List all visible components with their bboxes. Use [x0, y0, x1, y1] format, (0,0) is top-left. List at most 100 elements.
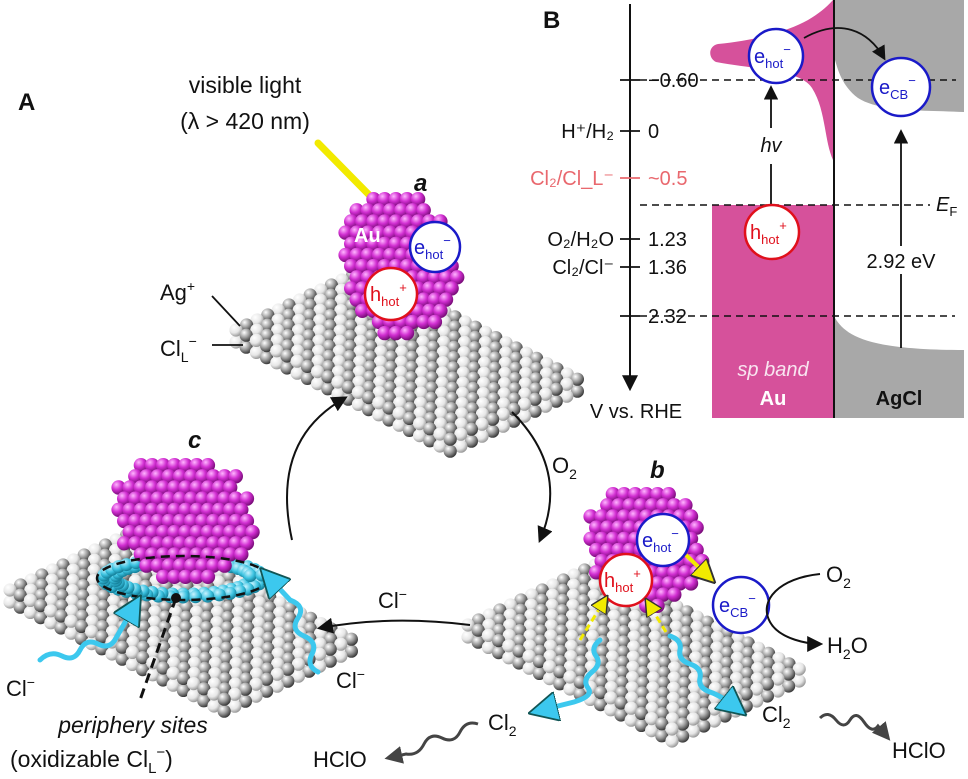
cl-ion [544, 629, 558, 643]
ag-ion [636, 655, 651, 670]
ag-ion [534, 603, 549, 618]
au-atom [377, 325, 392, 341]
au-atom [438, 292, 454, 307]
ag-ion [217, 704, 231, 718]
au-atom [206, 558, 221, 573]
cl-ion [457, 335, 471, 349]
ag-ion [76, 568, 90, 583]
h-hot-circle-band: hhot+ [743, 203, 801, 261]
cl-ion [545, 588, 560, 602]
cl-ion [207, 687, 221, 701]
ag-ion [261, 631, 275, 646]
periphery-pointer [138, 597, 178, 701]
cl-ion [311, 354, 325, 368]
ag-ion [405, 340, 419, 354]
au-atom [195, 536, 210, 551]
au-atom [172, 513, 188, 529]
au-atom [344, 236, 359, 251]
ag-ion [281, 318, 295, 332]
au-atom [139, 558, 154, 573]
ag-ion [324, 288, 338, 302]
ag-ion [464, 422, 478, 436]
ag-ion [680, 615, 694, 629]
au-atom [128, 536, 143, 551]
au-atom [183, 536, 199, 551]
ag-ion [239, 662, 253, 676]
au-atom [133, 458, 149, 473]
ag-ion [260, 318, 274, 332]
cl-ion [731, 631, 745, 645]
au-atom [234, 547, 249, 562]
ag-ion [343, 339, 357, 353]
ag-ion [76, 589, 90, 603]
au-atom [144, 458, 160, 473]
ag-ion [486, 412, 500, 426]
cl-ion [249, 667, 263, 681]
au-atom [427, 270, 443, 285]
ag-ion [529, 362, 543, 376]
ag-ion [199, 631, 213, 645]
level-value: 0 [648, 121, 659, 143]
hclo-label-right: HClO [892, 738, 946, 763]
cl-ion [210, 616, 224, 630]
cl-ion [524, 608, 538, 623]
ag-ion [96, 609, 110, 624]
ag-ion [576, 594, 591, 608]
ag-ion [95, 630, 109, 644]
cl-ion [604, 691, 618, 705]
cl-ion [413, 429, 427, 443]
au-atom [360, 225, 376, 240]
cl-ion [148, 605, 162, 619]
cl-ion [686, 712, 700, 726]
ag-ion [570, 384, 585, 398]
cl-ion [292, 303, 306, 317]
ag-ion [468, 330, 482, 344]
ag-ion [178, 620, 192, 635]
au-atom [167, 480, 182, 495]
au-atom [111, 480, 126, 495]
ag-ion [382, 413, 396, 427]
ag-ion [635, 686, 649, 700]
au-atom [422, 303, 437, 318]
ag-ion [657, 666, 671, 680]
ag-ion [260, 351, 274, 365]
cl-ion [587, 578, 602, 593]
cl-ion [454, 439, 468, 453]
ag-ion [465, 412, 479, 426]
ag-ion [535, 593, 549, 607]
ag-ion [179, 600, 193, 614]
cl-ion [479, 325, 493, 339]
au-atom [344, 281, 359, 296]
cl-minus-cycle-label: Cl− [378, 586, 407, 613]
cl-ion [563, 682, 577, 696]
ag-ion [302, 319, 316, 333]
ag-ion [197, 672, 211, 686]
cl-ion [187, 666, 201, 681]
cl-ion [539, 399, 553, 413]
cl-ion [502, 651, 516, 665]
au-atom [394, 247, 409, 263]
cl-ion [729, 672, 744, 686]
cl-ion [433, 417, 447, 431]
ag-ion [198, 651, 212, 665]
cl-ion [270, 679, 284, 693]
cl-ion [64, 626, 78, 640]
cl-ion [208, 667, 222, 681]
ag-ion [260, 652, 274, 666]
ag-ion [260, 662, 274, 676]
ag-ion [658, 645, 672, 660]
au-atom [150, 558, 165, 573]
au-atom [200, 502, 216, 517]
svg-text:ehot−: ehot− [414, 233, 451, 262]
cl-ion [519, 367, 533, 381]
e-hot-a-text: e [414, 237, 425, 259]
au-atom [183, 513, 199, 529]
cl-ion [44, 616, 58, 630]
ag-ion [446, 351, 460, 365]
cl-ion [478, 336, 492, 350]
ag-ion [424, 381, 438, 395]
cl-ion [209, 646, 223, 660]
cl-ion [415, 355, 429, 369]
svg-text:ehot−: ehot− [754, 42, 791, 71]
au-atom [605, 509, 621, 524]
